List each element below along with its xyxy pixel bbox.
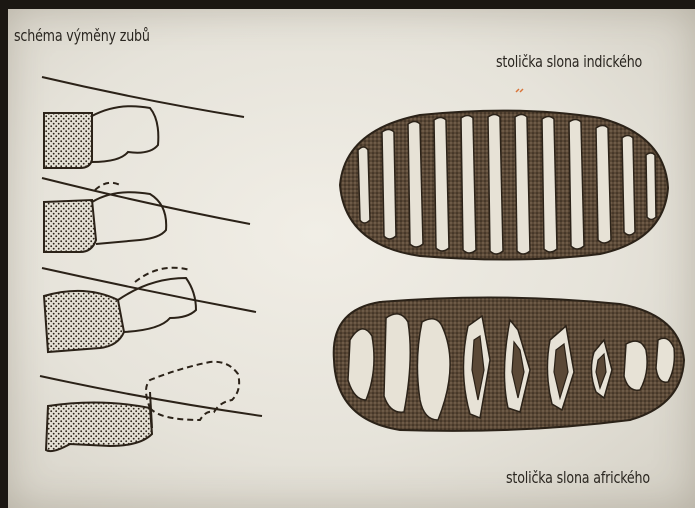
tooth-scheme-stage-1 [42, 77, 244, 168]
indian-elephant-molar-drawing [340, 111, 668, 260]
tooth-scheme-stage-4 [40, 362, 262, 451]
tooth-scheme-stage-3 [42, 268, 256, 352]
african-elephant-molar-drawing [334, 297, 684, 430]
tooth-scheme-stage-2 [42, 178, 250, 252]
